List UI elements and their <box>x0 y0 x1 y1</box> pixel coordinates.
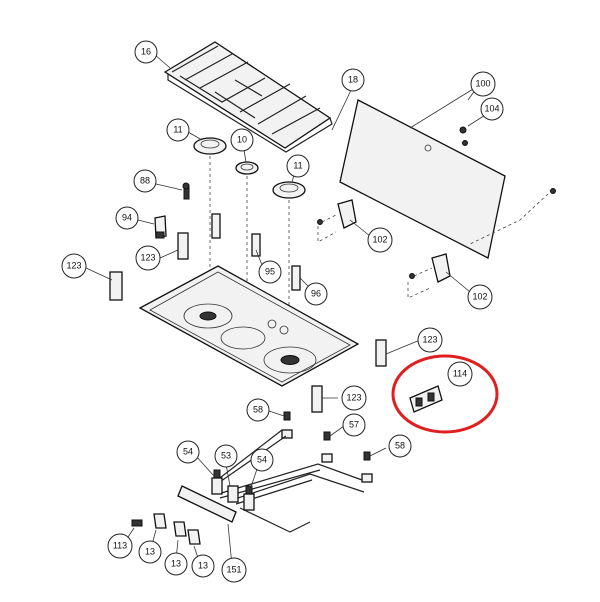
svg-text:151: 151 <box>226 564 241 574</box>
svg-text:88: 88 <box>140 175 150 185</box>
pan-support-grid <box>163 41 333 153</box>
svg-text:113: 113 <box>113 540 127 550</box>
callout-123-d: 123 <box>341 385 367 411</box>
svg-text:11: 11 <box>173 124 182 134</box>
svg-text:123: 123 <box>346 392 361 402</box>
svg-text:10: 10 <box>237 134 247 144</box>
svg-text:123: 123 <box>66 260 81 270</box>
svg-text:123: 123 <box>422 334 437 344</box>
callout-13-a: 13 <box>138 540 162 564</box>
highlight-ellipse <box>391 354 499 434</box>
svg-text:16: 16 <box>141 46 151 56</box>
svg-text:104: 104 <box>484 103 499 113</box>
svg-text:114: 114 <box>453 368 467 378</box>
control-knobs <box>153 513 201 545</box>
callout-123-b: 123 <box>135 245 161 271</box>
callout-88: 88 <box>133 169 157 193</box>
hob-top-plate <box>138 265 360 387</box>
gas-pipes <box>211 429 365 533</box>
callout-151: 151 <box>221 557 247 583</box>
callout-114: 114 <box>447 361 473 387</box>
callout-100: 100 <box>470 71 496 97</box>
callout-11-left: 11 <box>166 118 190 142</box>
callout-10: 10 <box>230 128 254 152</box>
callout-13-b: 13 <box>164 552 188 576</box>
burner-cap-center <box>235 161 259 175</box>
burner-cap-left <box>193 137 227 155</box>
callout-53: 53 <box>214 444 238 468</box>
burner-cap-right <box>272 181 306 199</box>
callout-58-right: 58 <box>388 434 412 458</box>
svg-text:54: 54 <box>257 454 267 464</box>
svg-text:96: 96 <box>311 288 321 298</box>
svg-text:53: 53 <box>221 450 231 460</box>
callout-104: 104 <box>480 97 504 121</box>
callout-123-a: 123 <box>61 253 87 279</box>
callout-11-right: 11 <box>286 154 310 178</box>
callout-18: 18 <box>341 68 365 92</box>
callout-95: 95 <box>258 260 282 284</box>
injector-nozzle <box>131 519 143 527</box>
igniter-plug <box>182 182 190 200</box>
svg-text:11: 11 <box>293 160 302 170</box>
svg-text:58: 58 <box>253 404 263 414</box>
callout-102-upper: 102 <box>367 227 393 253</box>
bracket-set <box>109 213 387 413</box>
valve-nuts <box>281 411 373 483</box>
svg-text:13: 13 <box>145 546 155 556</box>
callout-16: 16 <box>134 40 158 64</box>
svg-text:18: 18 <box>348 74 358 84</box>
svg-text:54: 54 <box>183 446 193 456</box>
callout-58-left: 58 <box>246 398 270 422</box>
svg-text:57: 57 <box>349 419 359 429</box>
svg-text:95: 95 <box>265 266 275 276</box>
callout-57: 57 <box>342 413 366 437</box>
ignition-module <box>409 385 443 413</box>
callout-96: 96 <box>304 282 328 306</box>
callout-13-c: 13 <box>191 554 215 578</box>
svg-text:13: 13 <box>198 560 208 570</box>
gas-connector <box>154 215 167 239</box>
callout-54-right: 54 <box>250 448 274 472</box>
callout-94: 94 <box>115 206 139 230</box>
svg-text:100: 100 <box>475 78 490 88</box>
callout-113: 113 <box>107 533 133 559</box>
callout-123-c: 123 <box>417 327 443 353</box>
svg-text:123: 123 <box>140 252 155 262</box>
hinge-upper <box>317 199 357 243</box>
svg-text:102: 102 <box>472 291 487 301</box>
svg-text:13: 13 <box>171 558 181 568</box>
svg-text:58: 58 <box>395 440 405 450</box>
callout-102-lower: 102 <box>467 284 493 310</box>
hinge-lower <box>407 253 451 299</box>
glass-lid <box>339 99 556 259</box>
svg-text:94: 94 <box>122 212 132 222</box>
valve-manifold <box>177 469 255 523</box>
svg-text:102: 102 <box>372 234 387 244</box>
callout-54-left: 54 <box>176 440 200 464</box>
